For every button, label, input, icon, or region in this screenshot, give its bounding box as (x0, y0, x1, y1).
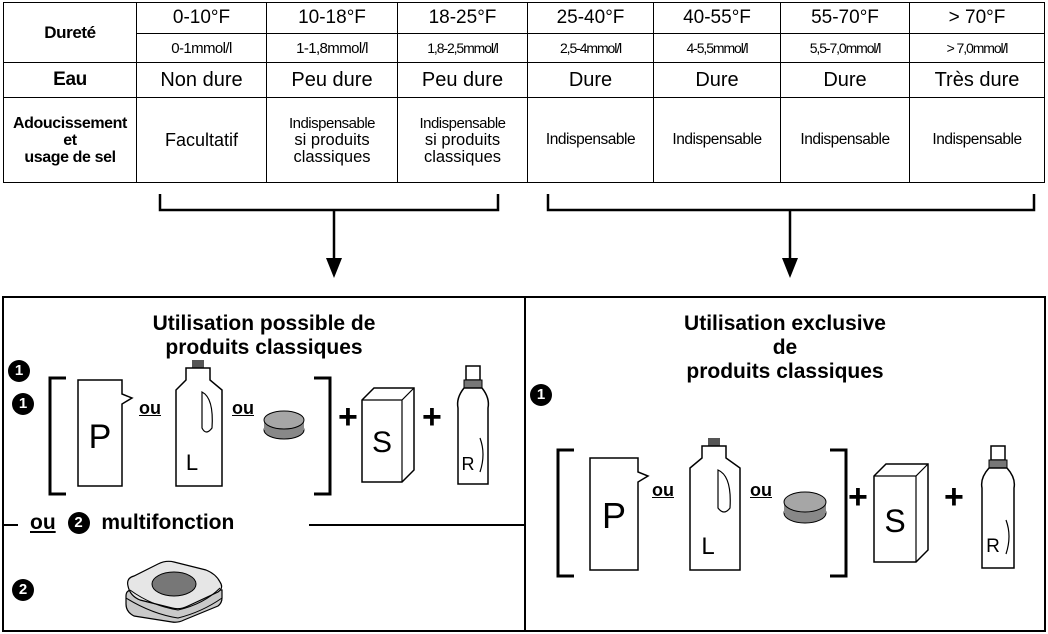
classic-products-box: Utilisation possible de produits classiq… (2, 296, 526, 632)
mmol-cell: 0-1mmol/l (136, 33, 267, 63)
degree-cell: 55-70°F (780, 2, 910, 34)
title-line: Utilisation exclusive (684, 312, 886, 335)
multifunction-tablet-icon (125, 560, 223, 623)
marker-one-icon: 1 (12, 393, 34, 416)
bracket-right (546, 194, 1036, 212)
mmol-cell: 1-1,8mmol/l (266, 33, 398, 63)
ou-text: ou (652, 480, 674, 500)
ou-alt-text: ou (30, 511, 56, 534)
divider-line (4, 524, 18, 526)
ou-text: ou (232, 398, 254, 418)
eau-cell: Très dure (909, 62, 1045, 98)
cell-line: Indispensable (419, 114, 506, 132)
adoucissement-line: usage de sel (24, 148, 116, 166)
adoucissement-header: Adoucissement et usage de sel (3, 97, 137, 183)
arrow-right-head (782, 258, 798, 278)
divider-line (309, 524, 524, 526)
eau-cell: Peu dure (266, 62, 398, 98)
marker-two-label: 2 (12, 578, 34, 602)
eau-cell: Non dure (136, 62, 267, 98)
rinse-aid-bottle-icon: R (456, 365, 490, 485)
plus-sign: + (422, 398, 442, 436)
adoucissement-line: et (63, 131, 77, 149)
title-line: de (772, 336, 798, 359)
plus-sign: + (944, 478, 964, 516)
cell-line: classiques (423, 147, 502, 166)
title-line: produits classiques 1 (526, 360, 1044, 406)
multifunction-text: multifonction (101, 511, 235, 534)
exclusive-classic-products-box: Utilisation exclusive de produits classi… (524, 296, 1046, 632)
liquid-bottle-icon: L (689, 438, 741, 571)
plus-sign: + (848, 478, 868, 516)
mmol-cell: 5,5-7,0mmol/l (780, 33, 910, 63)
degree-cell: 25-40°F (527, 2, 654, 34)
cell-line: classiques (293, 147, 371, 166)
mmol-cell: > 7,0mmol/l (909, 33, 1045, 63)
marker-one-icon: 1 (530, 384, 552, 406)
hardness-table: Dureté 0-10°F 10-18°F 18-25°F 25-40°F 40… (3, 2, 1045, 183)
left-box-title: Utilisation possible de produits classiq… (4, 312, 524, 382)
title-line: Utilisation possible de (152, 312, 376, 335)
degree-cell: 40-55°F (653, 2, 781, 34)
bracket-open-icon (48, 376, 66, 496)
durete-header: Dureté (3, 2, 137, 63)
liquid-letter: L (186, 450, 198, 475)
marker-one-label: 1 (12, 392, 34, 416)
title-line: produits classiques 1 (4, 336, 524, 382)
eau-cell: Dure (653, 62, 781, 98)
powder-letter: P (602, 495, 626, 536)
rinse-letter: R (462, 454, 475, 474)
ou-text: ou (139, 398, 161, 418)
adoucissement-cell: Indispensable (909, 97, 1045, 183)
salt-box-icon: S (361, 387, 415, 483)
arrow-left-head (326, 258, 342, 278)
salt-letter: S (884, 503, 905, 539)
eau-cell: Dure (780, 62, 910, 98)
marker-one-icon: 1 (8, 360, 30, 382)
eau-header: Eau (3, 62, 137, 98)
tablet-icon (263, 410, 305, 440)
mmol-cell: 1,8-2,5mmol/l (397, 33, 528, 63)
bracket-left (158, 194, 500, 212)
adoucissement-line: Adoucissement (13, 114, 127, 132)
degree-cell: 0-10°F (136, 2, 267, 34)
mmol-cell: 2,5-4mmol/l (527, 33, 654, 63)
marker-two-icon: 2 (12, 579, 34, 602)
bracket-close-icon (314, 376, 332, 496)
adoucissement-cell: Indispensable si produits classiques (266, 97, 398, 183)
bracket-close-icon (830, 448, 848, 578)
marker-two-icon: 2 (67, 512, 90, 535)
eau-cell: Dure (527, 62, 654, 98)
salt-letter: S (372, 426, 392, 459)
cell-line: si produits (294, 130, 370, 149)
ou-text: ou (750, 480, 772, 500)
plus-sign: + (338, 398, 358, 436)
title-text: produits classiques (686, 360, 884, 383)
powder-letter: P (89, 418, 112, 456)
cell-line: si produits (424, 130, 501, 149)
bracket-open-icon (556, 448, 574, 578)
adoucissement-cell: Indispensable si produits classiques (397, 97, 528, 183)
adoucissement-cell: Indispensable (527, 97, 654, 183)
liquid-bottle-icon: L (175, 360, 223, 487)
degree-cell: 10-18°F (266, 2, 398, 34)
liquid-letter: L (701, 533, 714, 560)
cell-line: Indispensable (288, 114, 376, 132)
rinse-letter: R (986, 536, 1000, 557)
adoucissement-cell: Facultatif (136, 97, 267, 183)
degree-cell: 18-25°F (397, 2, 528, 34)
degree-cell: > 70°F (909, 2, 1045, 34)
adoucissement-cell: Indispensable (780, 97, 910, 183)
adoucissement-cell: Indispensable (653, 97, 781, 183)
mmol-cell: 4-5,5mmol/l (653, 33, 781, 63)
rinse-aid-bottle-icon: R (980, 445, 1016, 569)
powder-box-icon: P (589, 457, 650, 571)
right-box-title: Utilisation exclusive de produits classi… (526, 312, 1044, 406)
multifunction-label: ou 2 multifonction (24, 511, 241, 535)
title-text: produits classiques (165, 336, 363, 359)
salt-box-icon: S (873, 463, 929, 563)
tablet-icon (783, 491, 827, 524)
eau-cell: Peu dure (397, 62, 528, 98)
powder-box-icon: P (77, 379, 134, 487)
